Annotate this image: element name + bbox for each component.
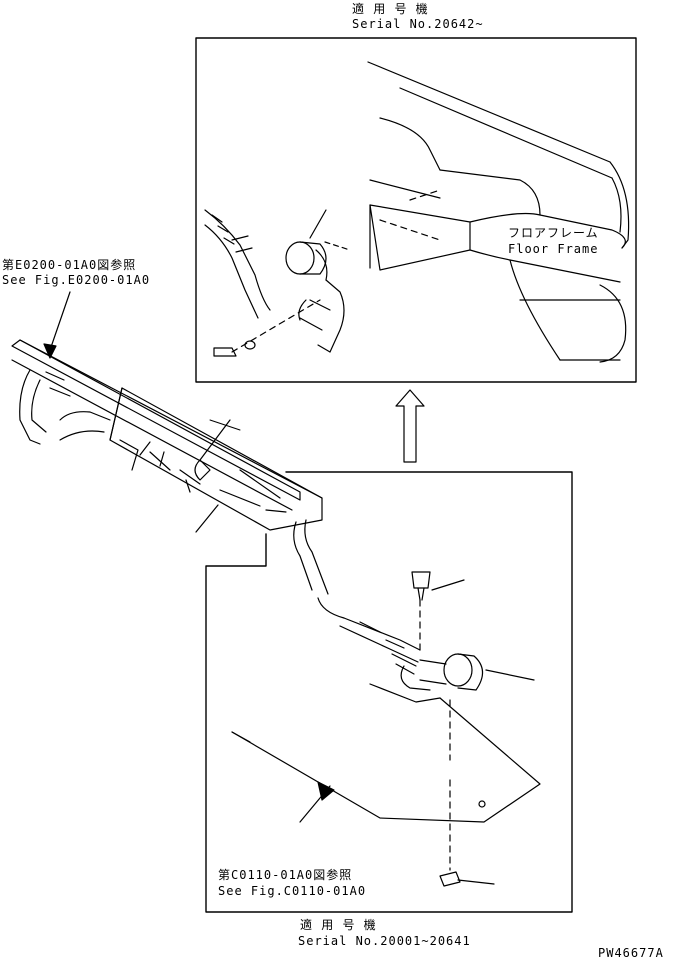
floor-frame-jp-label: フロアフレーム [508,226,599,240]
top-detail-frame [196,38,636,382]
upgrade-arrow [396,390,424,462]
left-ref-arrowhead [44,344,56,358]
main-harness-drawing [12,340,344,618]
top-applicable-label: 適 用 号 機 [352,2,429,16]
left-ref-leader [50,292,70,350]
left-ref-jp-label: 第E0200-01A0図参照 [2,258,137,272]
left-ref-en-label: See Fig.E0200-01A0 [2,273,151,287]
bottom-applicable-label: 適 用 号 機 [300,918,377,932]
bottom-ref-jp-label: 第C0110-01A0図参照 [218,868,353,882]
bottom-harness-drawing [232,572,540,886]
bottom-detail-frame [206,472,572,912]
bottom-ref-en-label: See Fig.C0110-01A0 [218,884,367,898]
floor-frame-drawing [368,62,629,362]
drawing-code: PW46677A [598,946,664,960]
bottom-serial-label: Serial No.20001~20641 [298,934,471,948]
top-harness-drawing [205,210,350,356]
top-serial-label: Serial No.20642~ [352,17,484,31]
floor-frame-en-label: Floor Frame [508,242,599,256]
